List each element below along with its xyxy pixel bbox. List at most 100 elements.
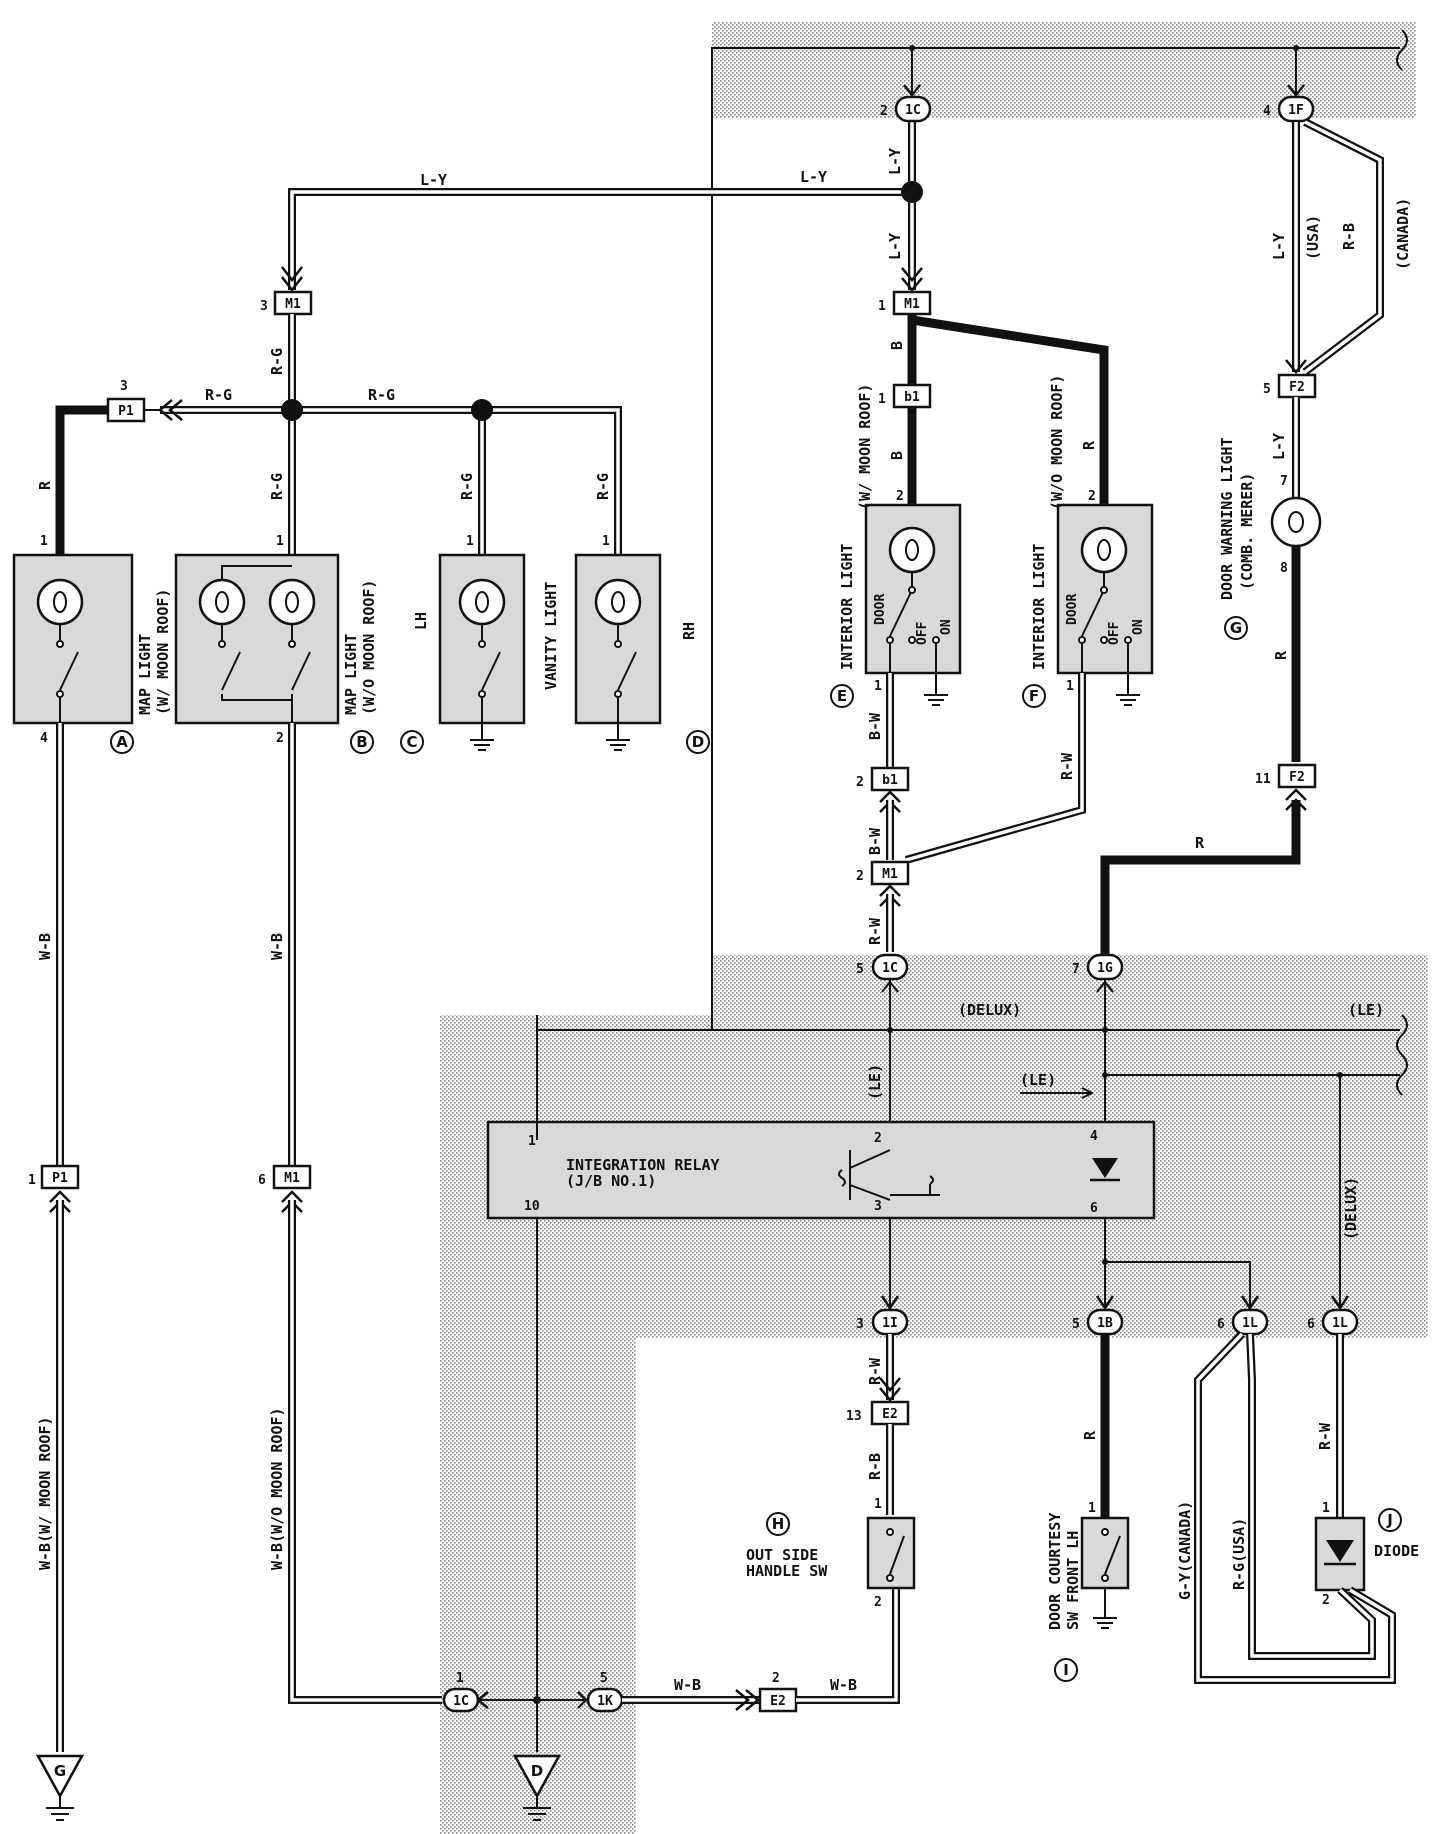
vanity-light-lh: 1 LH C (400, 534, 526, 754)
svg-text:B-W: B-W (866, 712, 884, 740)
svg-text:(DELUX): (DELUX) (1342, 1177, 1360, 1240)
svg-text:11: 11 (1255, 772, 1271, 787)
svg-text:13: 13 (846, 1409, 862, 1424)
svg-text:B: B (888, 341, 906, 350)
svg-text:M1: M1 (284, 1171, 300, 1186)
svg-text:1C: 1C (905, 103, 921, 118)
svg-text:2: 2 (874, 1595, 882, 1610)
svg-text:RH: RH (680, 622, 698, 640)
svg-text:7: 7 (1280, 474, 1288, 489)
svg-text:2: 2 (896, 489, 904, 504)
svg-text:P1: P1 (118, 404, 134, 419)
svg-text:1C: 1C (882, 961, 898, 976)
svg-text:6: 6 (1217, 1317, 1225, 1332)
svg-text:E2: E2 (882, 1407, 898, 1422)
svg-text:(LE): (LE) (1348, 1001, 1384, 1019)
map-light-a: 1 MAP LIGHT (W/ MOON ROOF) 4 A (12, 534, 172, 754)
svg-text:1C: 1C (453, 1694, 469, 1709)
svg-text:INTERIOR LIGHT: INTERIOR LIGHT (1030, 544, 1048, 670)
connector-1c-top: 1C 2 (880, 84, 932, 123)
svg-text:1: 1 (528, 1134, 536, 1149)
svg-text:SW FRONT LH: SW FRONT LH (1064, 1531, 1082, 1630)
svg-text:E: E (837, 687, 847, 705)
svg-text:R-W: R-W (866, 1357, 884, 1385)
svg-text:MAP LIGHT: MAP LIGHT (342, 634, 360, 715)
svg-text:6: 6 (1090, 1201, 1098, 1216)
wire-b-to-e: B R b1 1 B 2 2 (878, 314, 1109, 505)
svg-text:R-G: R-G (268, 348, 286, 375)
svg-text:LH: LH (412, 612, 430, 630)
svg-text:1: 1 (1088, 1501, 1096, 1516)
out-side-handle-sw: 2 H OUT SIDE HANDLE SW (746, 1512, 916, 1610)
svg-text:(W/O MOON ROOF): (W/O MOON ROOF) (360, 580, 378, 715)
svg-text:DOOR: DOOR (1065, 594, 1080, 625)
svg-text:DOOR COURTESY: DOOR COURTESY (1046, 1513, 1064, 1630)
wire-label-ly-1: L-Y (420, 171, 447, 189)
svg-text:2: 2 (856, 869, 864, 884)
svg-text:I: I (1063, 1661, 1069, 1679)
svg-text:(W/ MOON ROOF): (W/ MOON ROOF) (856, 384, 874, 510)
connector-1l-6a: 1L 6 (1217, 1308, 1269, 1336)
relay-area-wires: (DELUX) (LE) (LE) (LE) (DELUX) (537, 979, 1408, 1311)
svg-text:1: 1 (456, 1671, 464, 1686)
svg-text:M1: M1 (285, 297, 301, 312)
vanity-light-label: VANITY LIGHT (542, 582, 560, 690)
svg-text:R-W: R-W (866, 917, 884, 945)
connector-p1-3: P1 3 R (36, 379, 160, 555)
svg-text:F2: F2 (1289, 380, 1305, 395)
svg-text:R: R (1081, 1430, 1099, 1440)
wire-ly-to-g: L-Y 7 (1270, 397, 1300, 497)
svg-text:(J/B NO.1): (J/B NO.1) (566, 1172, 656, 1190)
svg-text:2: 2 (856, 775, 864, 790)
svg-text:G: G (1230, 619, 1242, 637)
svg-text:R-G: R-G (205, 386, 232, 404)
svg-text:R-G(USA): R-G(USA) (1230, 1518, 1248, 1590)
wire-gy-rg-to-diode: G-Y(CANADA) R-G(USA) (1176, 1331, 1396, 1684)
svg-text:4: 4 (1263, 104, 1271, 119)
svg-text:L-Y: L-Y (1270, 233, 1288, 260)
svg-text:ON: ON (1131, 619, 1146, 635)
svg-text:(COMB. MERER): (COMB. MERER) (1238, 473, 1256, 590)
svg-text:OFF: OFF (1107, 621, 1122, 645)
wire-wb-map-a: W-B P1 1 W-B(W/ MOON ROOF) G (28, 723, 85, 1821)
svg-text:R: R (1195, 834, 1205, 852)
integration-relay: INTEGRATION RELAY (J/B NO.1) 1 10 2 3 4 … (486, 1120, 1156, 1700)
svg-text:R: R (1080, 440, 1098, 450)
connector-f2-5: F2 5 (1263, 373, 1317, 399)
svg-text:R-G: R-G (458, 473, 476, 500)
svg-text:W-B(W/O MOON ROOF): W-B(W/O MOON ROOF) (268, 1407, 286, 1570)
map-light-b: 1 MAP LIGHT (W/O MOON ROOF) 2 B (174, 534, 378, 754)
svg-text:5: 5 (856, 962, 864, 977)
svg-text:INTERIOR LIGHT: INTERIOR LIGHT (838, 544, 856, 670)
svg-text:1L: 1L (1242, 1316, 1258, 1331)
svg-text:1: 1 (874, 679, 882, 694)
svg-text:2: 2 (772, 1671, 780, 1686)
svg-text:(DELUX): (DELUX) (958, 1001, 1021, 1019)
connector-m1-1: M1 1 (878, 267, 932, 316)
svg-text:3: 3 (874, 1199, 882, 1214)
svg-text:2: 2 (880, 104, 888, 119)
connector-1l-6b: 1L 6 (1307, 1308, 1359, 1336)
svg-text:1: 1 (1322, 1501, 1330, 1516)
svg-text:2: 2 (276, 731, 284, 746)
svg-text:3: 3 (856, 1317, 864, 1332)
svg-text:1: 1 (878, 299, 886, 314)
svg-text:B: B (356, 733, 367, 751)
svg-text:R-W: R-W (1058, 752, 1076, 780)
svg-text:M1: M1 (904, 297, 920, 312)
svg-text:1I: 1I (882, 1316, 898, 1331)
svg-text:(LE): (LE) (1020, 1071, 1056, 1089)
wire-ly-main: L-Y L-Y L-Y L-Y (288, 48, 923, 290)
svg-text:DOOR: DOOR (873, 594, 888, 625)
svg-text:R-G: R-G (368, 386, 395, 404)
svg-text:10: 10 (524, 1199, 540, 1214)
wire-ly-usa-rb-canada: L-Y (USA) R-B (CANADA) (1270, 118, 1412, 376)
ground-junction-bottom: 1C 1 1K 5 W-B E2 2 W-B D (442, 1588, 900, 1821)
svg-text:W-B(W/ MOON ROOF): W-B(W/ MOON ROOF) (36, 1416, 54, 1570)
svg-text:3: 3 (120, 379, 128, 394)
svg-text:(USA): (USA) (1304, 215, 1322, 260)
wire-rw-to-e2: R-W E2 13 R-B 1 (846, 1334, 910, 1515)
svg-text:2: 2 (1088, 489, 1096, 504)
svg-text:F2: F2 (1289, 770, 1305, 785)
